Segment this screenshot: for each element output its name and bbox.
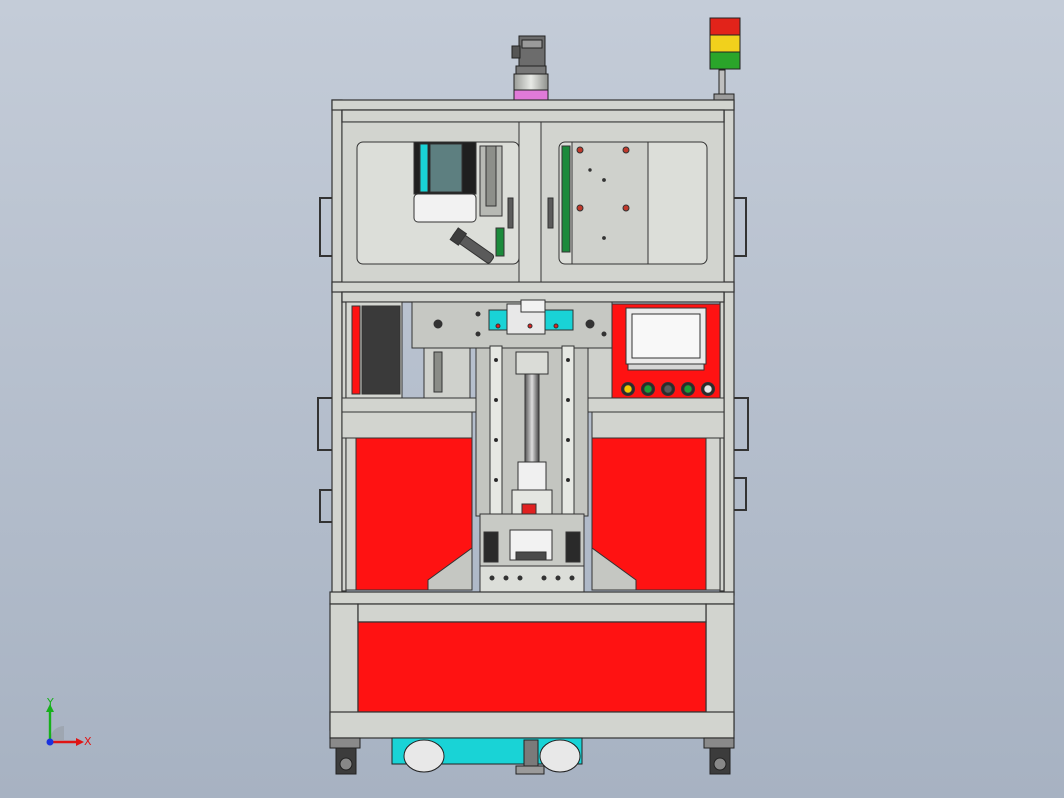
start-button xyxy=(643,384,653,394)
emergency-stop-button xyxy=(623,384,633,394)
base-cabinet xyxy=(329,591,735,739)
axis-triad-graphic xyxy=(46,704,84,746)
mode-button xyxy=(703,384,713,394)
frame xyxy=(331,99,735,596)
axis-triad: Y X xyxy=(36,696,106,758)
signal-lamp-1 xyxy=(709,34,741,53)
stop-button xyxy=(663,384,673,394)
casters xyxy=(329,737,735,775)
signal-lamp-2 xyxy=(709,51,741,70)
x-axis-label: X xyxy=(84,735,92,748)
top-motor xyxy=(511,35,549,103)
lower-guard xyxy=(345,437,721,591)
ball-screw-column xyxy=(475,345,589,593)
side-handles xyxy=(317,197,749,523)
y-axis-label: Y xyxy=(47,696,54,709)
signal-lamp-0 xyxy=(709,17,741,36)
middle-section xyxy=(341,299,725,439)
signal-tower xyxy=(709,17,741,103)
upper-cabinet xyxy=(341,121,725,283)
reset-button xyxy=(683,384,693,394)
